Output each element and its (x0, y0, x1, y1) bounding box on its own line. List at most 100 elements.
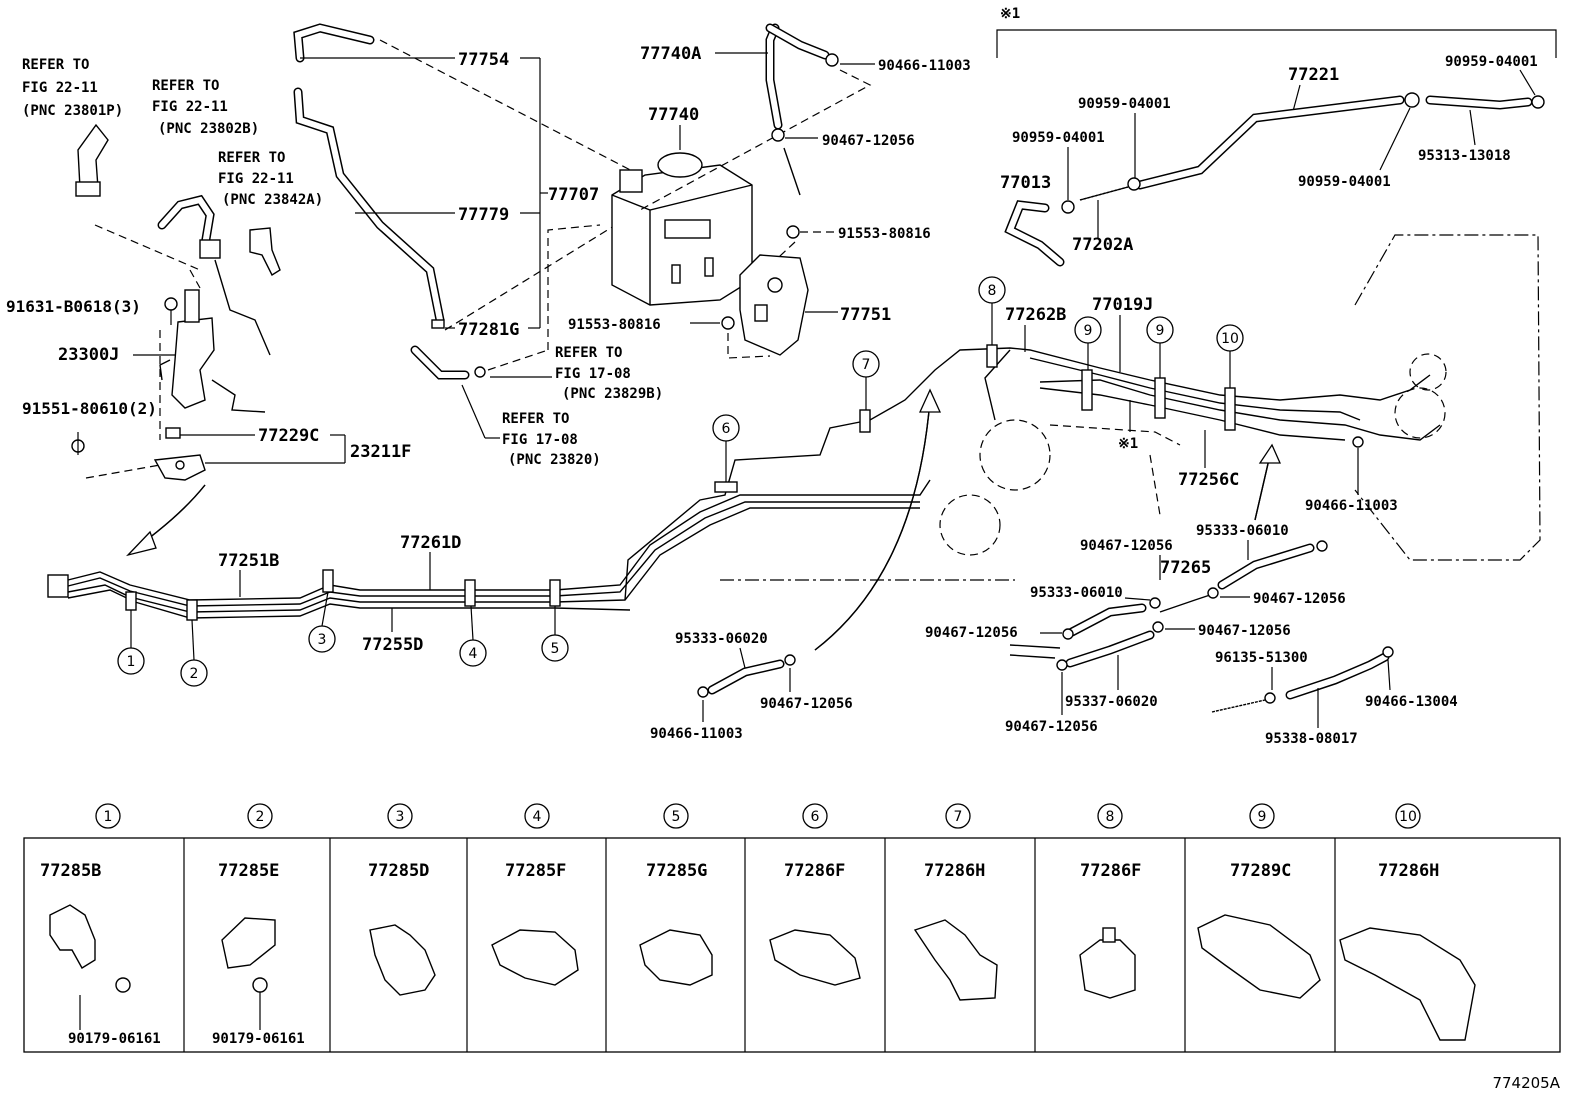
charcoal-canister-77740 (611, 152, 753, 306)
hose-95333-06010-a (1217, 540, 1328, 590)
callout-3: 3 (308, 591, 336, 653)
pump-tube-part (75, 123, 109, 197)
bolt-91631 (164, 297, 178, 325)
label-90959-04001-b: 90959-04001 (1078, 96, 1171, 112)
mark-1-top: ※1 (1000, 6, 1020, 22)
tube-77202A (1079, 186, 1129, 201)
hose-95333-06010-b (1062, 603, 1147, 640)
svg-text:8: 8 (1106, 809, 1115, 825)
hose-77013 (1004, 200, 1065, 267)
label-91553-80816-a: 91553-80816 (838, 226, 931, 242)
label-95333-06010-a: 95333-06010 (1196, 523, 1289, 539)
label-90467-12056-m4: 90467-12056 (1198, 623, 1291, 639)
clamp-column-4: 4 77285F (491, 803, 579, 986)
bracket-77751 (739, 254, 809, 356)
label-77751: 77751 (840, 305, 891, 325)
label-77281G: 77281G (458, 320, 519, 340)
svg-text:5: 5 (551, 641, 560, 657)
label-90467-12056-top: 90467-12056 (822, 133, 915, 149)
svg-text:FIG 22-11: FIG 22-11 (22, 80, 98, 96)
svg-text:REFER TO: REFER TO (502, 411, 569, 427)
label-77740A: 77740A (640, 44, 701, 64)
hose-77779 (293, 87, 445, 329)
callout-10: 10 (1216, 324, 1244, 388)
callout-6: 6 (712, 414, 740, 482)
label-95313-13018: 95313-13018 (1418, 148, 1511, 164)
svg-text:77285G: 77285G (646, 861, 707, 881)
svg-text:9: 9 (1258, 809, 1267, 825)
label-95337-06020: 95337-06020 (1065, 694, 1158, 710)
svg-text:FIG 17-08: FIG 17-08 (555, 366, 631, 382)
svg-text:FIG 22-11: FIG 22-11 (152, 99, 228, 115)
svg-text:5: 5 (672, 809, 681, 825)
pump-hose-part (157, 194, 271, 356)
label-95333-06020: 95333-06020 (675, 631, 768, 647)
refer-note-5: REFER TO FIG 17-08 (PNC 23820) (502, 411, 601, 468)
label-91551: 91551-80610(2) (22, 399, 157, 418)
hose-95337-06020 (1009, 630, 1155, 671)
svg-text:(PNC 23842A): (PNC 23842A) (222, 192, 323, 208)
callout-9a: 9 (1074, 316, 1102, 370)
svg-text:4: 4 (469, 646, 478, 662)
label-77255D: 77255D (362, 635, 423, 655)
svg-text:7: 7 (862, 357, 871, 373)
svg-text:77286H: 77286H (924, 861, 985, 881)
clamp-column-7: 7 77286H (913, 803, 998, 1001)
label-95333-06010-b: 95333-06010 (1030, 585, 1123, 601)
svg-text:6: 6 (722, 421, 731, 437)
label-90466-13004: 90466-13004 (1365, 694, 1458, 710)
bolt-91553-a (786, 225, 800, 239)
label-77256C: 77256C (1178, 470, 1239, 490)
svg-text:6: 6 (811, 809, 820, 825)
label-90466-11003-mid: 90466-11003 (1305, 498, 1398, 514)
refer-note-2: REFER TO FIG 22-11 (PNC 23802B) (152, 78, 259, 137)
svg-text:(PNC 23829B): (PNC 23829B) (562, 386, 663, 402)
refer-note-1: REFER TO FIG 22-11 (PNC 23801P) (22, 57, 123, 119)
label-77265: 77265 (1160, 558, 1211, 578)
svg-text:90179-06161: 90179-06161 (212, 1031, 305, 1047)
callout-5: 5 (541, 606, 569, 662)
svg-text:77286F: 77286F (784, 861, 845, 881)
label-77262B: 77262B (1005, 305, 1066, 325)
clamp-column-5: 5 77285G (639, 803, 713, 986)
label-90466-11003-bl: 90466-11003 (650, 726, 743, 742)
clamp-column-2: 2 77285E 90179-06161 (212, 803, 305, 1047)
label-96135-51300: 96135-51300 (1215, 650, 1308, 666)
label-90466-11003-top: 90466-11003 (878, 58, 971, 74)
svg-text:REFER TO: REFER TO (22, 57, 89, 73)
bracket-23211F (153, 454, 206, 481)
svg-text:77289C: 77289C (1230, 861, 1291, 881)
svg-text:2: 2 (256, 809, 265, 825)
callout-8: 8 (978, 276, 1006, 345)
svg-text:FIG 17-08: FIG 17-08 (502, 432, 578, 448)
label-77261D: 77261D (400, 533, 461, 553)
svg-text:REFER TO: REFER TO (218, 150, 285, 166)
callout-1: 1 (117, 610, 145, 675)
bolt-91553-b (721, 316, 735, 330)
label-90467-12056-m5: 90467-12056 (1005, 719, 1098, 735)
fuel-pump-bracket-23300J (159, 289, 266, 413)
svg-text:4: 4 (533, 809, 542, 825)
svg-text:10: 10 (1399, 809, 1417, 825)
label-77229C: 77229C (258, 426, 319, 446)
svg-text:REFER TO: REFER TO (555, 345, 622, 361)
hose-77740A (765, 23, 830, 196)
label-90959-04001-c: 90959-04001 (1012, 130, 1105, 146)
clamp-column-9: 9 77289C (1197, 803, 1321, 999)
callout-2: 2 (180, 619, 208, 687)
callout-4: 4 (459, 605, 487, 667)
svg-text:7: 7 (954, 809, 963, 825)
mark-1-lower: ※1 (1118, 436, 1138, 452)
callout-7: 7 (852, 350, 880, 410)
hose-95338-08017 (1211, 646, 1394, 713)
callout-9b: 9 (1146, 316, 1174, 378)
label-23211F: 23211F (350, 442, 411, 462)
svg-text:90179-06161: 90179-06161 (68, 1031, 161, 1047)
clip-77229C (165, 427, 181, 439)
svg-text:77286H: 77286H (1378, 861, 1439, 881)
illustration-code: 774205A (1492, 1074, 1560, 1092)
clamp-90467-top (771, 128, 785, 142)
bolt-91551 (71, 432, 85, 455)
label-90467-12056-m2: 90467-12056 (1253, 591, 1346, 607)
label-90467-12056-bl: 90467-12056 (760, 696, 853, 712)
